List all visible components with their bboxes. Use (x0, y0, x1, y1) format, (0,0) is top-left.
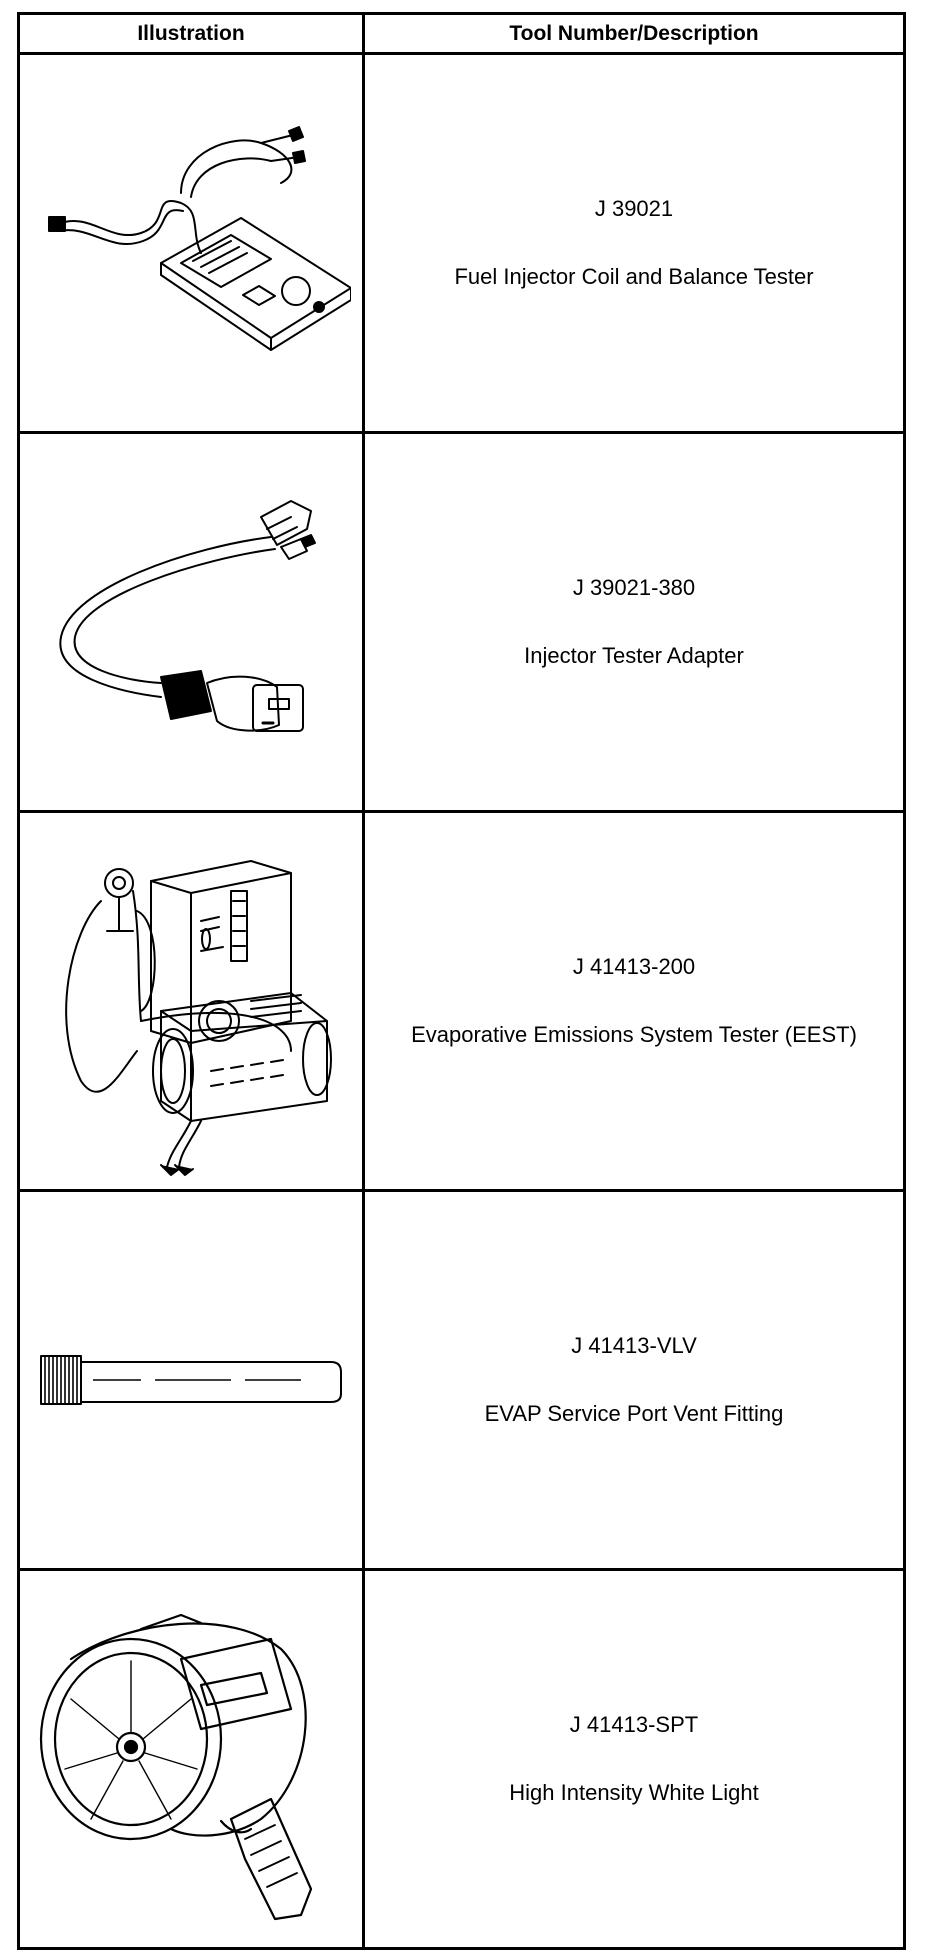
special-tools-table: Illustration Tool Number/Description (17, 12, 906, 1950)
table-row: J 39021-380 Injector Tester Adapter (17, 431, 906, 813)
tool-number: J 41413-VLV (571, 1332, 697, 1358)
table-row: J 41413-VLV EVAP Service Port Vent Fitti… (17, 1189, 906, 1571)
tool-description: EVAP Service Port Vent Fitting (484, 1401, 784, 1426)
tool-description: Injector Tester Adapter (524, 643, 744, 668)
table-row: J 39021 Fuel Injector Coil and Balance T… (17, 52, 906, 434)
table-header-row: Illustration Tool Number/Description (17, 12, 906, 55)
description-cell: J 41413-200 Evaporative Emissions System… (362, 810, 906, 1192)
illustration-cell (17, 1568, 365, 1950)
tool-number: J 41413-200 (572, 953, 696, 979)
header-illustration: Illustration (17, 12, 365, 55)
description-cell: J 41413-VLV EVAP Service Port Vent Fitti… (362, 1189, 906, 1571)
tool-number: J 39021 (594, 195, 674, 221)
injector-tester-icon (48, 126, 351, 351)
description-cell: J 39021-380 Injector Tester Adapter (362, 431, 906, 813)
table-row: J 41413-200 Evaporative Emissions System… (17, 810, 906, 1192)
tool-description: Fuel Injector Coil and Balance Tester (454, 264, 814, 289)
description-cell: J 41413-SPT High Intensity White Light (362, 1568, 906, 1950)
tool-description: High Intensity White Light (509, 1780, 759, 1805)
vent-fitting-icon (40, 1355, 342, 1405)
tool-number: J 41413-SPT (569, 1711, 699, 1737)
table-row: J 41413-SPT High Intensity White Light (17, 1568, 906, 1950)
header-tool-number-description: Tool Number/Description (362, 12, 906, 55)
tool-description: Evaporative Emissions System Tester (EES… (411, 1022, 857, 1047)
illustration-cell (17, 1189, 365, 1571)
illustration-cell (17, 52, 365, 434)
description-cell: J 39021 Fuel Injector Coil and Balance T… (362, 52, 906, 434)
spotlight-icon (39, 1613, 313, 1921)
tool-number: J 39021-380 (572, 574, 696, 600)
adapter-harness-icon (59, 500, 316, 732)
illustration-cell (17, 810, 365, 1192)
eest-cart-icon (65, 860, 332, 1176)
illustration-cell (17, 431, 365, 813)
